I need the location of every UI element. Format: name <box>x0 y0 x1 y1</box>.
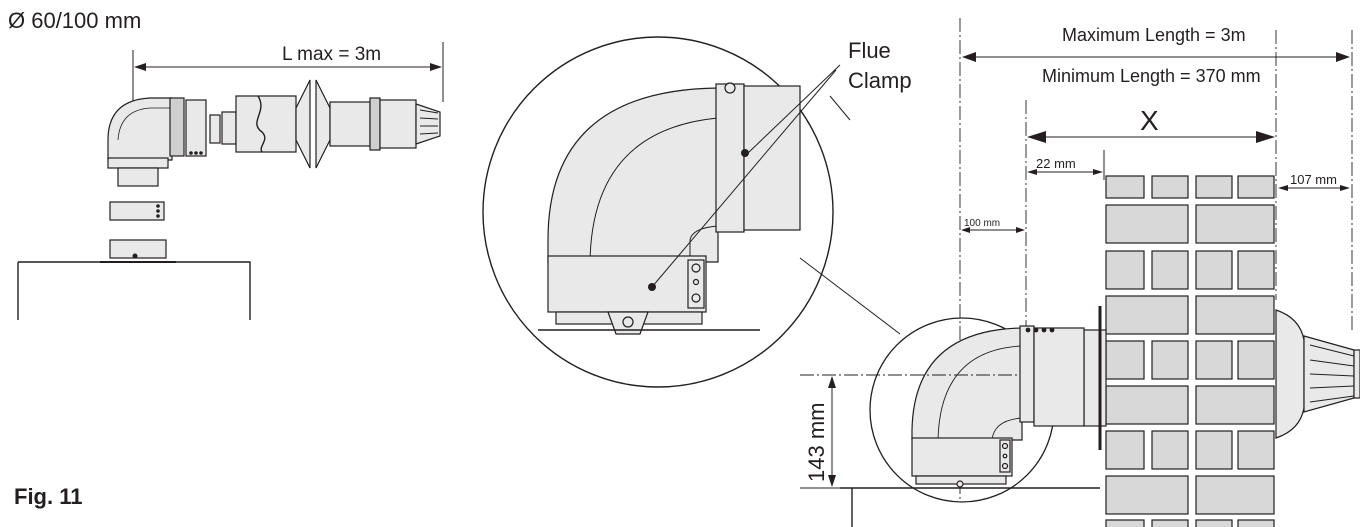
flue-clamp-label-line2: Clamp <box>848 68 912 93</box>
dim-107-label: 107 mm <box>1290 172 1337 187</box>
figure-label: Fig. 11 <box>14 484 82 509</box>
dim-143-label: 143 mm <box>804 403 829 482</box>
clamp-detail-magnifier: Flue Clamp <box>482 36 912 388</box>
dim-100-label: 100 mm <box>964 218 1000 229</box>
l-max-label: L max = 3m <box>282 44 381 65</box>
maximum-length-label: Maximum Length = 3m <box>1062 25 1246 45</box>
flue-clamp-label-line1: Flue <box>848 38 891 63</box>
minimum-length-label: Minimum Length = 370 mm <box>1042 66 1261 86</box>
wall-installation: Maximum Length = 3m Minimum Length = 370… <box>800 18 1360 527</box>
exploded-flue-kit: Ø 60/100 mm L max = 3m <box>8 8 444 320</box>
diameter-label: Ø 60/100 mm <box>8 8 141 33</box>
dim-22-label: 22 mm <box>1036 156 1076 171</box>
brick-wall <box>1105 175 1275 527</box>
x-label: X <box>1140 105 1159 136</box>
